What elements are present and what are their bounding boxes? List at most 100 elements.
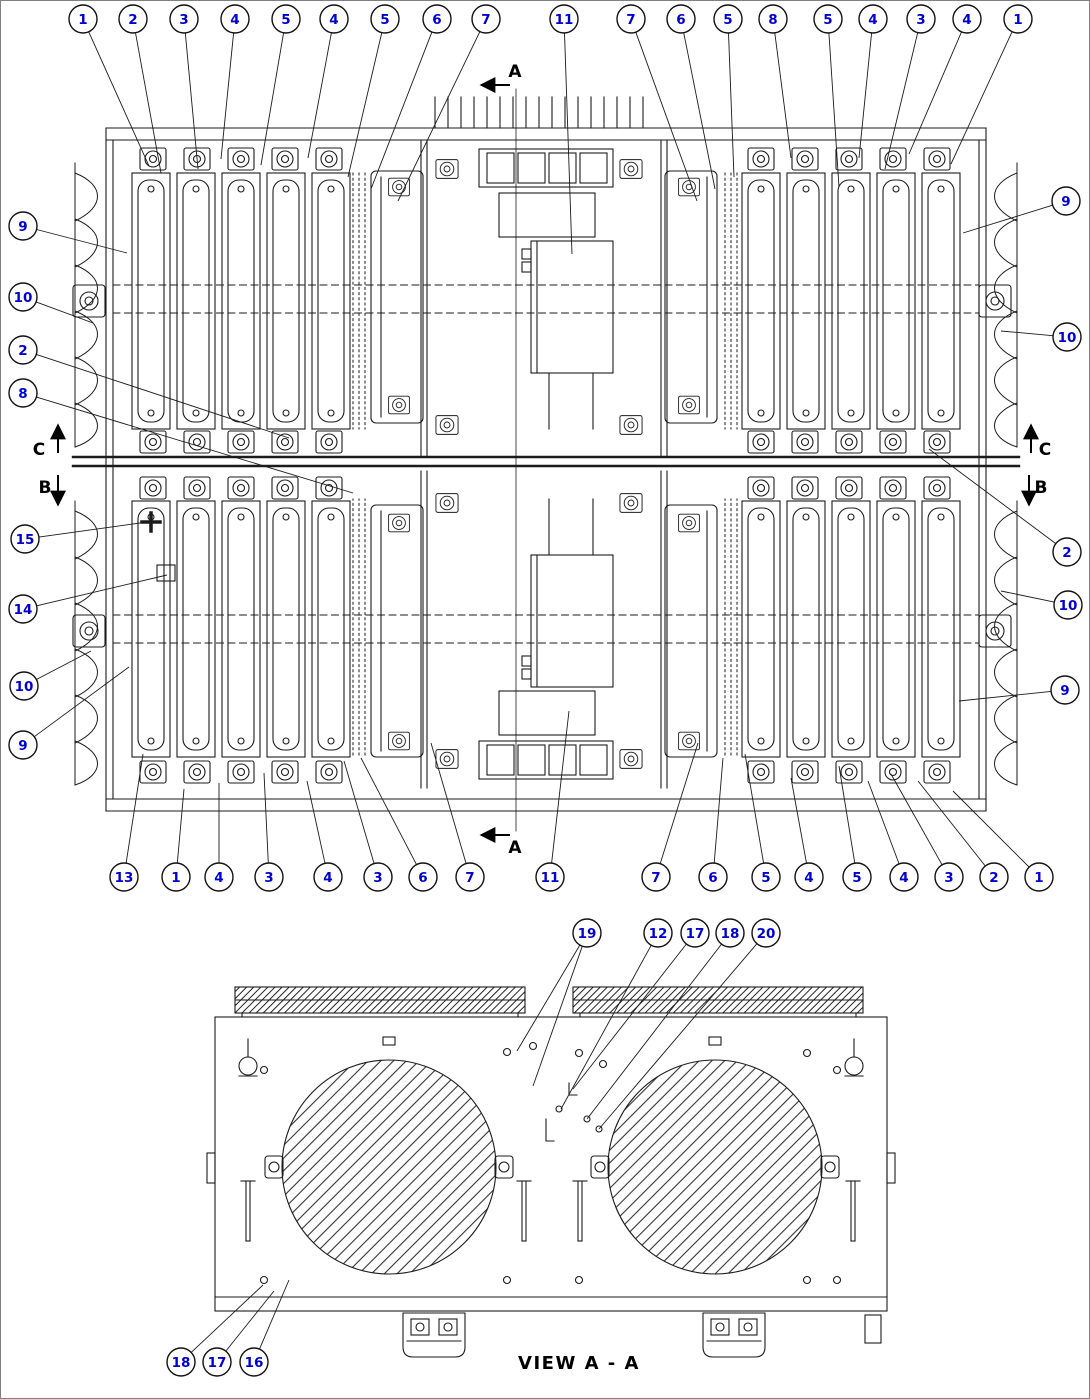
callout-number: 20 <box>757 926 776 942</box>
leader-line <box>347 32 383 178</box>
leader-line <box>917 780 986 867</box>
leader-line <box>867 780 900 865</box>
callout-balloon-4: 4 <box>794 862 824 892</box>
leader-line <box>306 780 326 864</box>
leader-line <box>36 353 290 439</box>
top-grille-rails <box>234 986 864 1018</box>
callout-number: 18 <box>172 1355 191 1371</box>
leader-line <box>125 753 144 864</box>
callout-balloon-6: 6 <box>422 4 452 34</box>
callout-number: 4 <box>230 12 239 28</box>
callout-balloon-6: 6 <box>698 862 728 892</box>
callout-balloon-5: 5 <box>751 862 781 892</box>
leader-line <box>838 765 856 864</box>
callout-balloon-3: 3 <box>906 4 936 34</box>
leader-line <box>858 32 873 159</box>
grid-panel-bottom-left <box>132 501 350 757</box>
callout-number: 18 <box>721 926 740 942</box>
leader-line <box>36 229 128 254</box>
leader-line <box>659 742 699 864</box>
callout-balloon-9: 9 <box>8 211 38 241</box>
callout-balloon-7: 7 <box>641 862 671 892</box>
callout-balloon-2: 2 <box>8 335 38 365</box>
view-a-a-drawing <box>206 986 896 1358</box>
section-cut-band <box>71 455 1021 468</box>
callout-balloon-1: 1 <box>1003 4 1033 34</box>
callout-number: 8 <box>768 12 777 28</box>
leader-line <box>532 946 583 1087</box>
leader-line <box>35 301 94 324</box>
callout-number: 2 <box>128 12 137 28</box>
callout-number: 1 <box>171 870 180 886</box>
section-letter-B: B <box>39 478 52 498</box>
callout-balloon-5: 5 <box>713 4 743 34</box>
leader-line <box>560 945 652 1110</box>
leader-line <box>370 31 433 190</box>
callout-number: 5 <box>281 12 290 28</box>
callout-balloon-5: 5 <box>271 4 301 34</box>
callout-balloon-10: 10 <box>1052 322 1082 352</box>
cooling-fins <box>434 96 644 129</box>
leader-line <box>190 1284 264 1353</box>
callout-number: 5 <box>761 870 770 886</box>
callout-balloon-9: 9 <box>1050 675 1080 705</box>
fan-right <box>590 1036 840 1275</box>
callout-number: 4 <box>214 870 223 886</box>
leader-line <box>572 943 687 1090</box>
callout-number: 5 <box>852 870 861 886</box>
callout-balloon-9: 9 <box>1051 186 1081 216</box>
leader-line <box>184 32 199 170</box>
callout-number: 9 <box>18 219 27 235</box>
leader-line <box>728 32 735 178</box>
callout-number: 10 <box>1059 598 1078 614</box>
callout-number: 17 <box>208 1355 227 1371</box>
callout-balloon-5: 5 <box>370 4 400 34</box>
callout-balloon-12: 12 <box>643 918 673 948</box>
callout-number: 2 <box>18 343 27 359</box>
callout-number: 11 <box>541 870 560 886</box>
callout-balloon-15: 15 <box>10 524 40 554</box>
section-letter-B: B <box>1035 478 1048 498</box>
leader-line <box>88 31 150 167</box>
leader-line <box>38 521 148 538</box>
callout-number: 2 <box>1062 545 1071 561</box>
leader-line <box>307 32 332 159</box>
callout-number: 1 <box>78 12 87 28</box>
callout-balloon-4: 4 <box>220 4 250 34</box>
callout-balloon-13: 13 <box>109 862 139 892</box>
bolt-holes <box>259 1041 842 1285</box>
callout-balloon-7: 7 <box>616 4 646 34</box>
leader-line <box>958 690 1052 702</box>
callout-balloon-20: 20 <box>751 918 781 948</box>
leader-line <box>952 790 1030 868</box>
callout-balloon-17: 17 <box>680 918 710 948</box>
callout-balloon-10: 10 <box>9 671 39 701</box>
callout-balloon-4: 4 <box>319 4 349 34</box>
leader-line <box>36 574 168 607</box>
callout-number: 7 <box>481 12 490 28</box>
leader-line <box>260 32 285 166</box>
callout-balloon-3: 3 <box>363 862 393 892</box>
callout-number: 8 <box>18 386 27 402</box>
leader-line <box>220 32 235 160</box>
leader-line <box>950 31 1013 165</box>
callout-balloon-2: 2 <box>1052 537 1082 567</box>
callout-number: 9 <box>18 738 27 754</box>
leader-line <box>259 1279 290 1350</box>
callout-balloon-8: 8 <box>758 4 788 34</box>
leader-line <box>890 773 943 866</box>
callout-balloon-1: 1 <box>68 4 98 34</box>
callout-number: 13 <box>115 870 134 886</box>
callout-number: 6 <box>418 870 427 886</box>
leader-line <box>516 944 581 1052</box>
callout-balloon-1: 1 <box>1024 862 1054 892</box>
callout-number: 9 <box>1060 683 1069 699</box>
callout-number: 5 <box>723 12 732 28</box>
leader-line <box>135 32 162 174</box>
leader-line <box>774 32 792 159</box>
bracket-item-14 <box>156 564 176 582</box>
leader-line <box>225 1290 275 1352</box>
center-assembly-bottom <box>353 471 737 788</box>
